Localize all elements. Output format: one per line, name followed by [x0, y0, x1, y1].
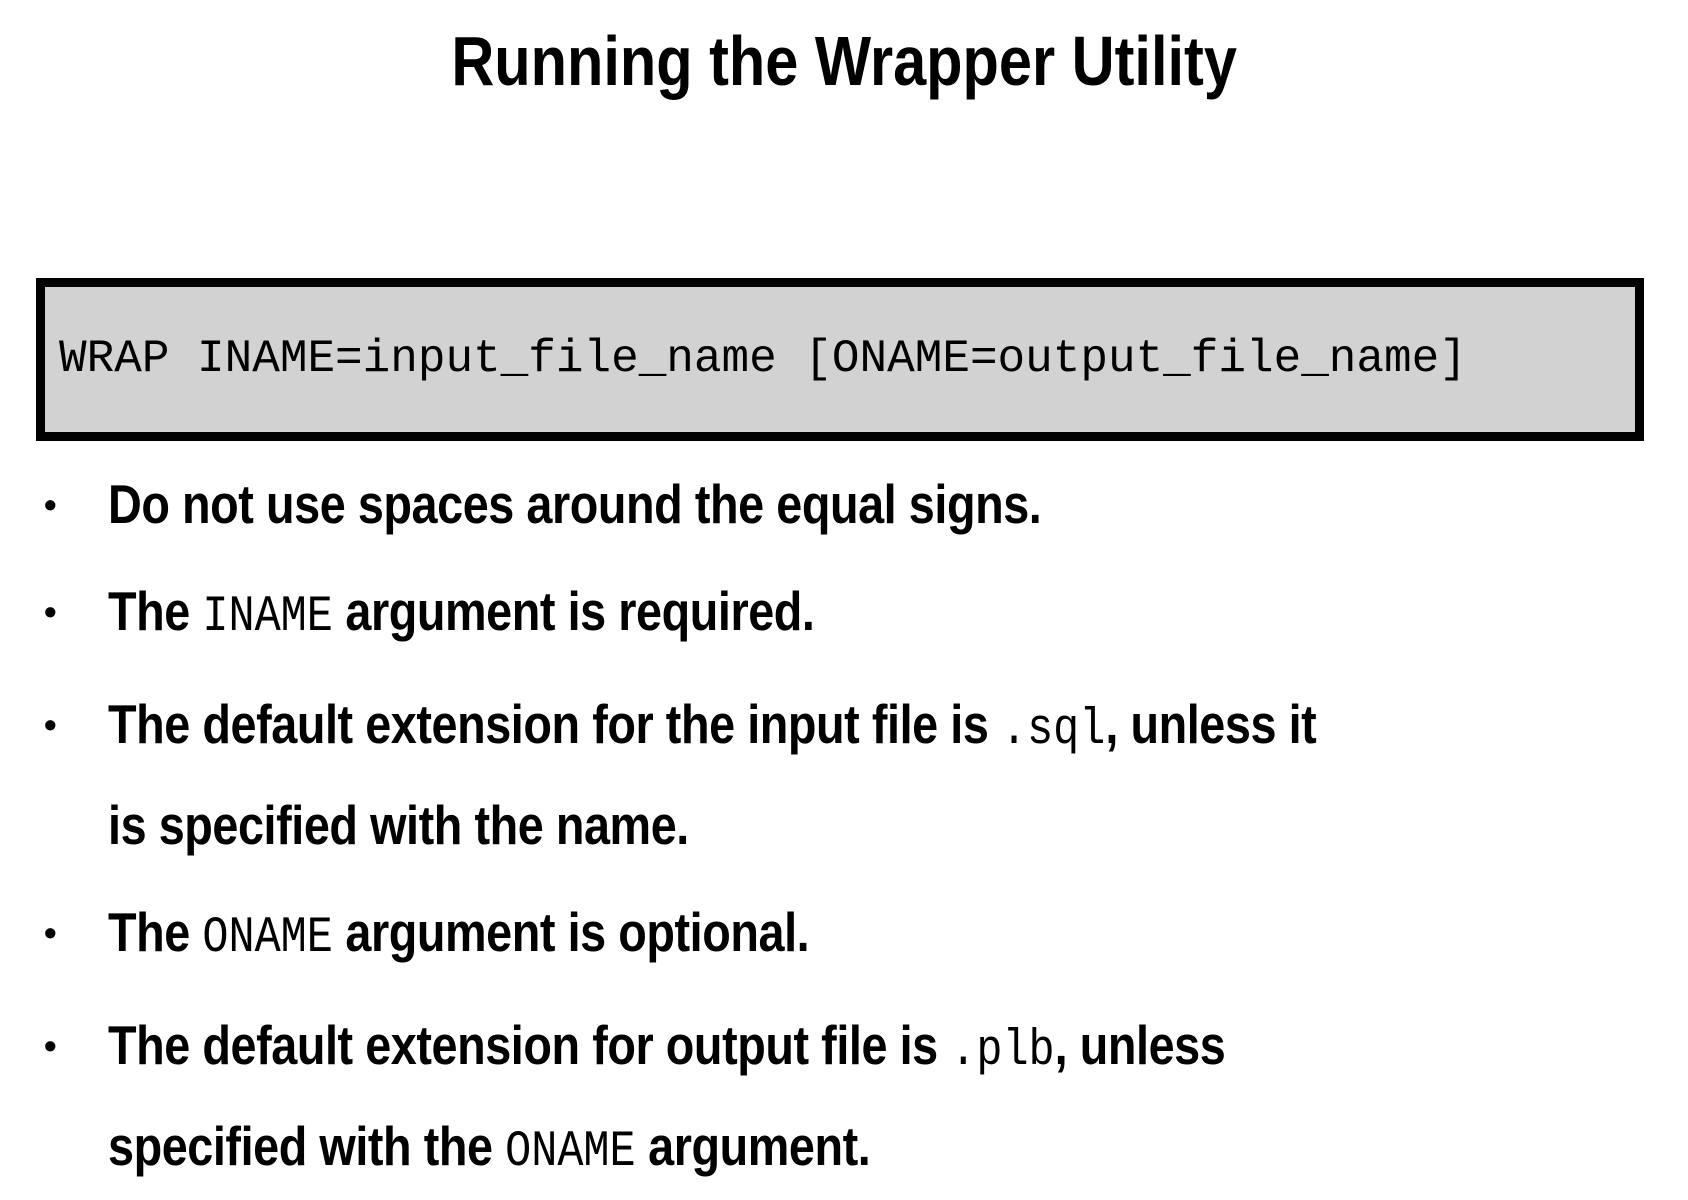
bullet-text: The ONAME argument is optional.	[108, 885, 1688, 986]
list-item: • The ONAME argument is optional.	[44, 885, 1688, 986]
bullet-icon: •	[44, 591, 57, 632]
bullet-text-segment: The	[108, 901, 203, 963]
code-term: ONAME	[505, 1123, 636, 1181]
bullet-text: Do not use spaces around the equal signs…	[108, 457, 1688, 552]
list-item: • The INAME argument is required.	[44, 564, 1688, 665]
bullet-icon: •	[44, 912, 57, 953]
bullet-text-segment: , unless	[1054, 1014, 1226, 1076]
bullet-text: The INAME argument is required.	[108, 564, 1688, 665]
bullet-text-segment: argument is required.	[332, 580, 815, 642]
page-title-text: Running the Wrapper Utility	[451, 22, 1237, 100]
list-item: • Do not use spaces around the equal sign…	[44, 457, 1688, 552]
bullet-icon: •	[44, 484, 57, 525]
bullet-text-segment: The	[108, 580, 203, 642]
bullet-icon: •	[44, 704, 57, 745]
bullet-text-segment: The default extension for the input file…	[108, 693, 1002, 755]
code-term: ONAME	[202, 909, 333, 967]
bullet-icon: •	[44, 1025, 57, 1066]
bullet-text-segment: is specified with the name.	[108, 794, 689, 856]
bullet-text-segment: The default extension for output file is	[108, 1014, 951, 1076]
bullet-text: The default extension for output file is…	[108, 998, 1688, 1200]
list-item: • The default extension for output file i…	[44, 998, 1688, 1200]
bullet-text-segment: argument is optional.	[332, 901, 810, 963]
slide: Running the Wrapper Utility WRAP INAME=i…	[0, 22, 1688, 1192]
bullet-list: • Do not use spaces around the equal sign…	[0, 457, 1688, 1200]
code-term: INAME	[202, 588, 333, 646]
bullet-text-segment: Do not use spaces around the equal signs…	[108, 473, 1042, 535]
bullet-text: The default extension for the input file…	[108, 677, 1688, 873]
code-term: .plb	[950, 1022, 1055, 1080]
code-box: WRAP INAME=input_file_name [ONAME=output…	[36, 278, 1644, 441]
page-title: Running the Wrapper Utility	[0, 22, 1688, 100]
bullet-text-segment: , unless it	[1105, 693, 1317, 755]
code-text: WRAP INAME=input_file_name [ONAME=output…	[59, 333, 1467, 385]
code-term: .sql	[1001, 701, 1106, 759]
bullet-text-segment: argument.	[635, 1115, 871, 1177]
bullet-text-segment: specified with the	[108, 1115, 506, 1177]
list-item: • The default extension for the input fil…	[44, 677, 1688, 873]
